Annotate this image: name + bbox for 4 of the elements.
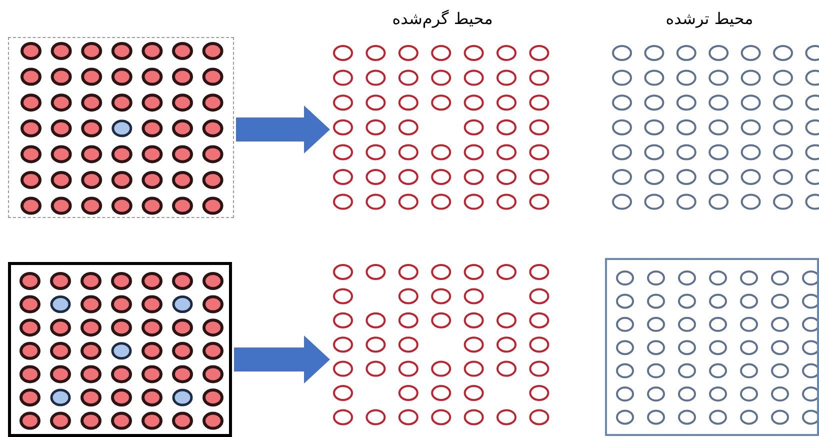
panel-heading: محیط گرم‌شده bbox=[391, 8, 494, 30]
block-arrow bbox=[234, 336, 330, 384]
block-arrow bbox=[236, 106, 330, 154]
panel-heading: محیط ترشده bbox=[664, 8, 754, 30]
